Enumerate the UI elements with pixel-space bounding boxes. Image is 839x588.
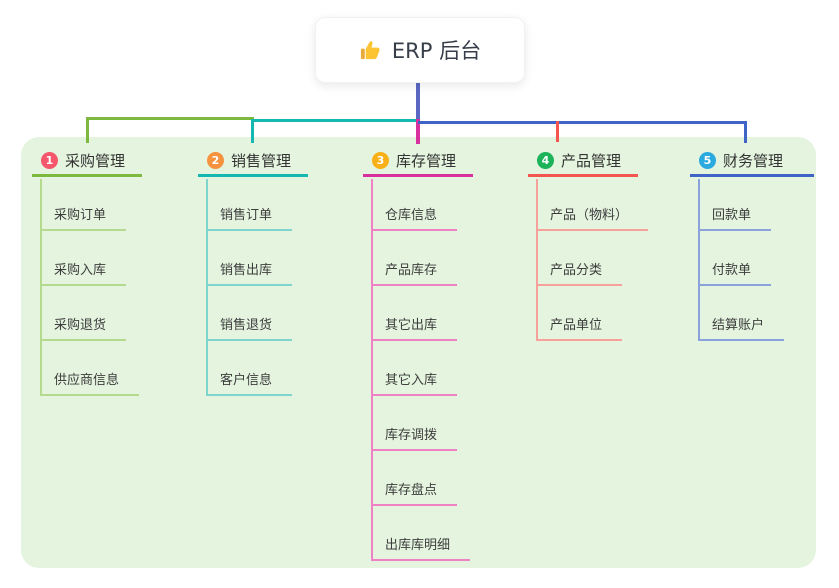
child-node[interactable]: 产品库存	[371, 262, 458, 286]
connector-branch5-horizontal	[418, 121, 747, 124]
branch-label: 采购管理	[65, 152, 126, 170]
child-node[interactable]: 库存调拨	[371, 427, 458, 451]
branch-number-badge: 4	[537, 152, 554, 169]
child-node[interactable]: 供应商信息	[40, 372, 140, 396]
branch-column-product: 4 产品管理 产品（物料） 产品分类产品单位	[528, 0, 703, 588]
branch-node-product[interactable]: 4 产品管理	[528, 147, 638, 177]
branch-node-purchase[interactable]: 1 采购管理	[32, 147, 142, 177]
child-node[interactable]: 出库库明细	[371, 537, 471, 561]
child-node[interactable]: 产品分类	[536, 262, 623, 286]
connector-root-vertical	[416, 82, 420, 120]
root-node[interactable]: ERP 后台	[315, 17, 525, 83]
child-node[interactable]: 销售出库	[206, 262, 293, 286]
child-node[interactable]: 产品（物料）	[536, 207, 649, 231]
child-node[interactable]: 采购订单	[40, 207, 127, 231]
child-node[interactable]: 其它入库	[371, 372, 458, 396]
branch-label: 产品管理	[561, 152, 622, 170]
branch-label: 财务管理	[723, 152, 784, 170]
child-node[interactable]: 结算账户	[698, 317, 785, 341]
connector-branch2-horizontal	[251, 119, 418, 122]
branch-number-badge: 5	[699, 152, 716, 169]
branch-children-line	[206, 179, 208, 396]
child-node[interactable]: 付款单	[698, 262, 772, 286]
child-node[interactable]: 产品单位	[536, 317, 623, 341]
thumbs-up-icon	[359, 39, 382, 62]
connector-branch4-drop	[556, 121, 559, 142]
connector-branch3-drop	[416, 119, 420, 144]
connector-branch1-drop	[86, 117, 89, 143]
branch-node-inventory[interactable]: 3 库存管理	[363, 147, 473, 177]
branch-children-line	[698, 179, 700, 341]
connector-branch1-horizontal	[86, 117, 254, 120]
branch-column-sales: 2 销售管理 销售订单销售出库销售退货客户信息	[198, 0, 373, 588]
connector-branch5-drop	[744, 121, 747, 143]
branch-children-line	[371, 179, 373, 561]
child-node[interactable]: 采购入库	[40, 262, 127, 286]
child-node[interactable]: 回款单	[698, 207, 772, 231]
child-node[interactable]: 销售退货	[206, 317, 293, 341]
branch-column-purchase: 1 采购管理 采购订单采购入库采购退货供应商信息	[32, 0, 207, 588]
root-label: ERP 后台	[391, 39, 482, 63]
branch-label: 库存管理	[396, 152, 457, 170]
branch-column-finance: 5 财务管理 回款单付款单结算账户	[690, 0, 839, 588]
child-node[interactable]: 仓库信息	[371, 207, 458, 231]
branch-number-badge: 3	[372, 152, 389, 169]
child-node[interactable]: 客户信息	[206, 372, 293, 396]
branch-number-badge: 1	[41, 152, 58, 169]
branch-number-badge: 2	[207, 152, 224, 169]
branch-node-sales[interactable]: 2 销售管理	[198, 147, 308, 177]
branches-panel	[21, 137, 816, 568]
branch-children-line	[40, 179, 42, 396]
branch-label: 销售管理	[231, 152, 292, 170]
connector-branch2-drop	[251, 119, 254, 143]
branch-column-inventory: 3 库存管理 仓库信息产品库存其它出库其它入库库存调拨库存盘点出库库明细	[363, 0, 538, 588]
branch-children-line	[536, 179, 538, 341]
child-node[interactable]: 其它出库	[371, 317, 458, 341]
branch-node-finance[interactable]: 5 财务管理	[690, 147, 814, 177]
child-node[interactable]: 采购退货	[40, 317, 127, 341]
child-node[interactable]: 销售订单	[206, 207, 293, 231]
child-node[interactable]: 库存盘点	[371, 482, 458, 506]
